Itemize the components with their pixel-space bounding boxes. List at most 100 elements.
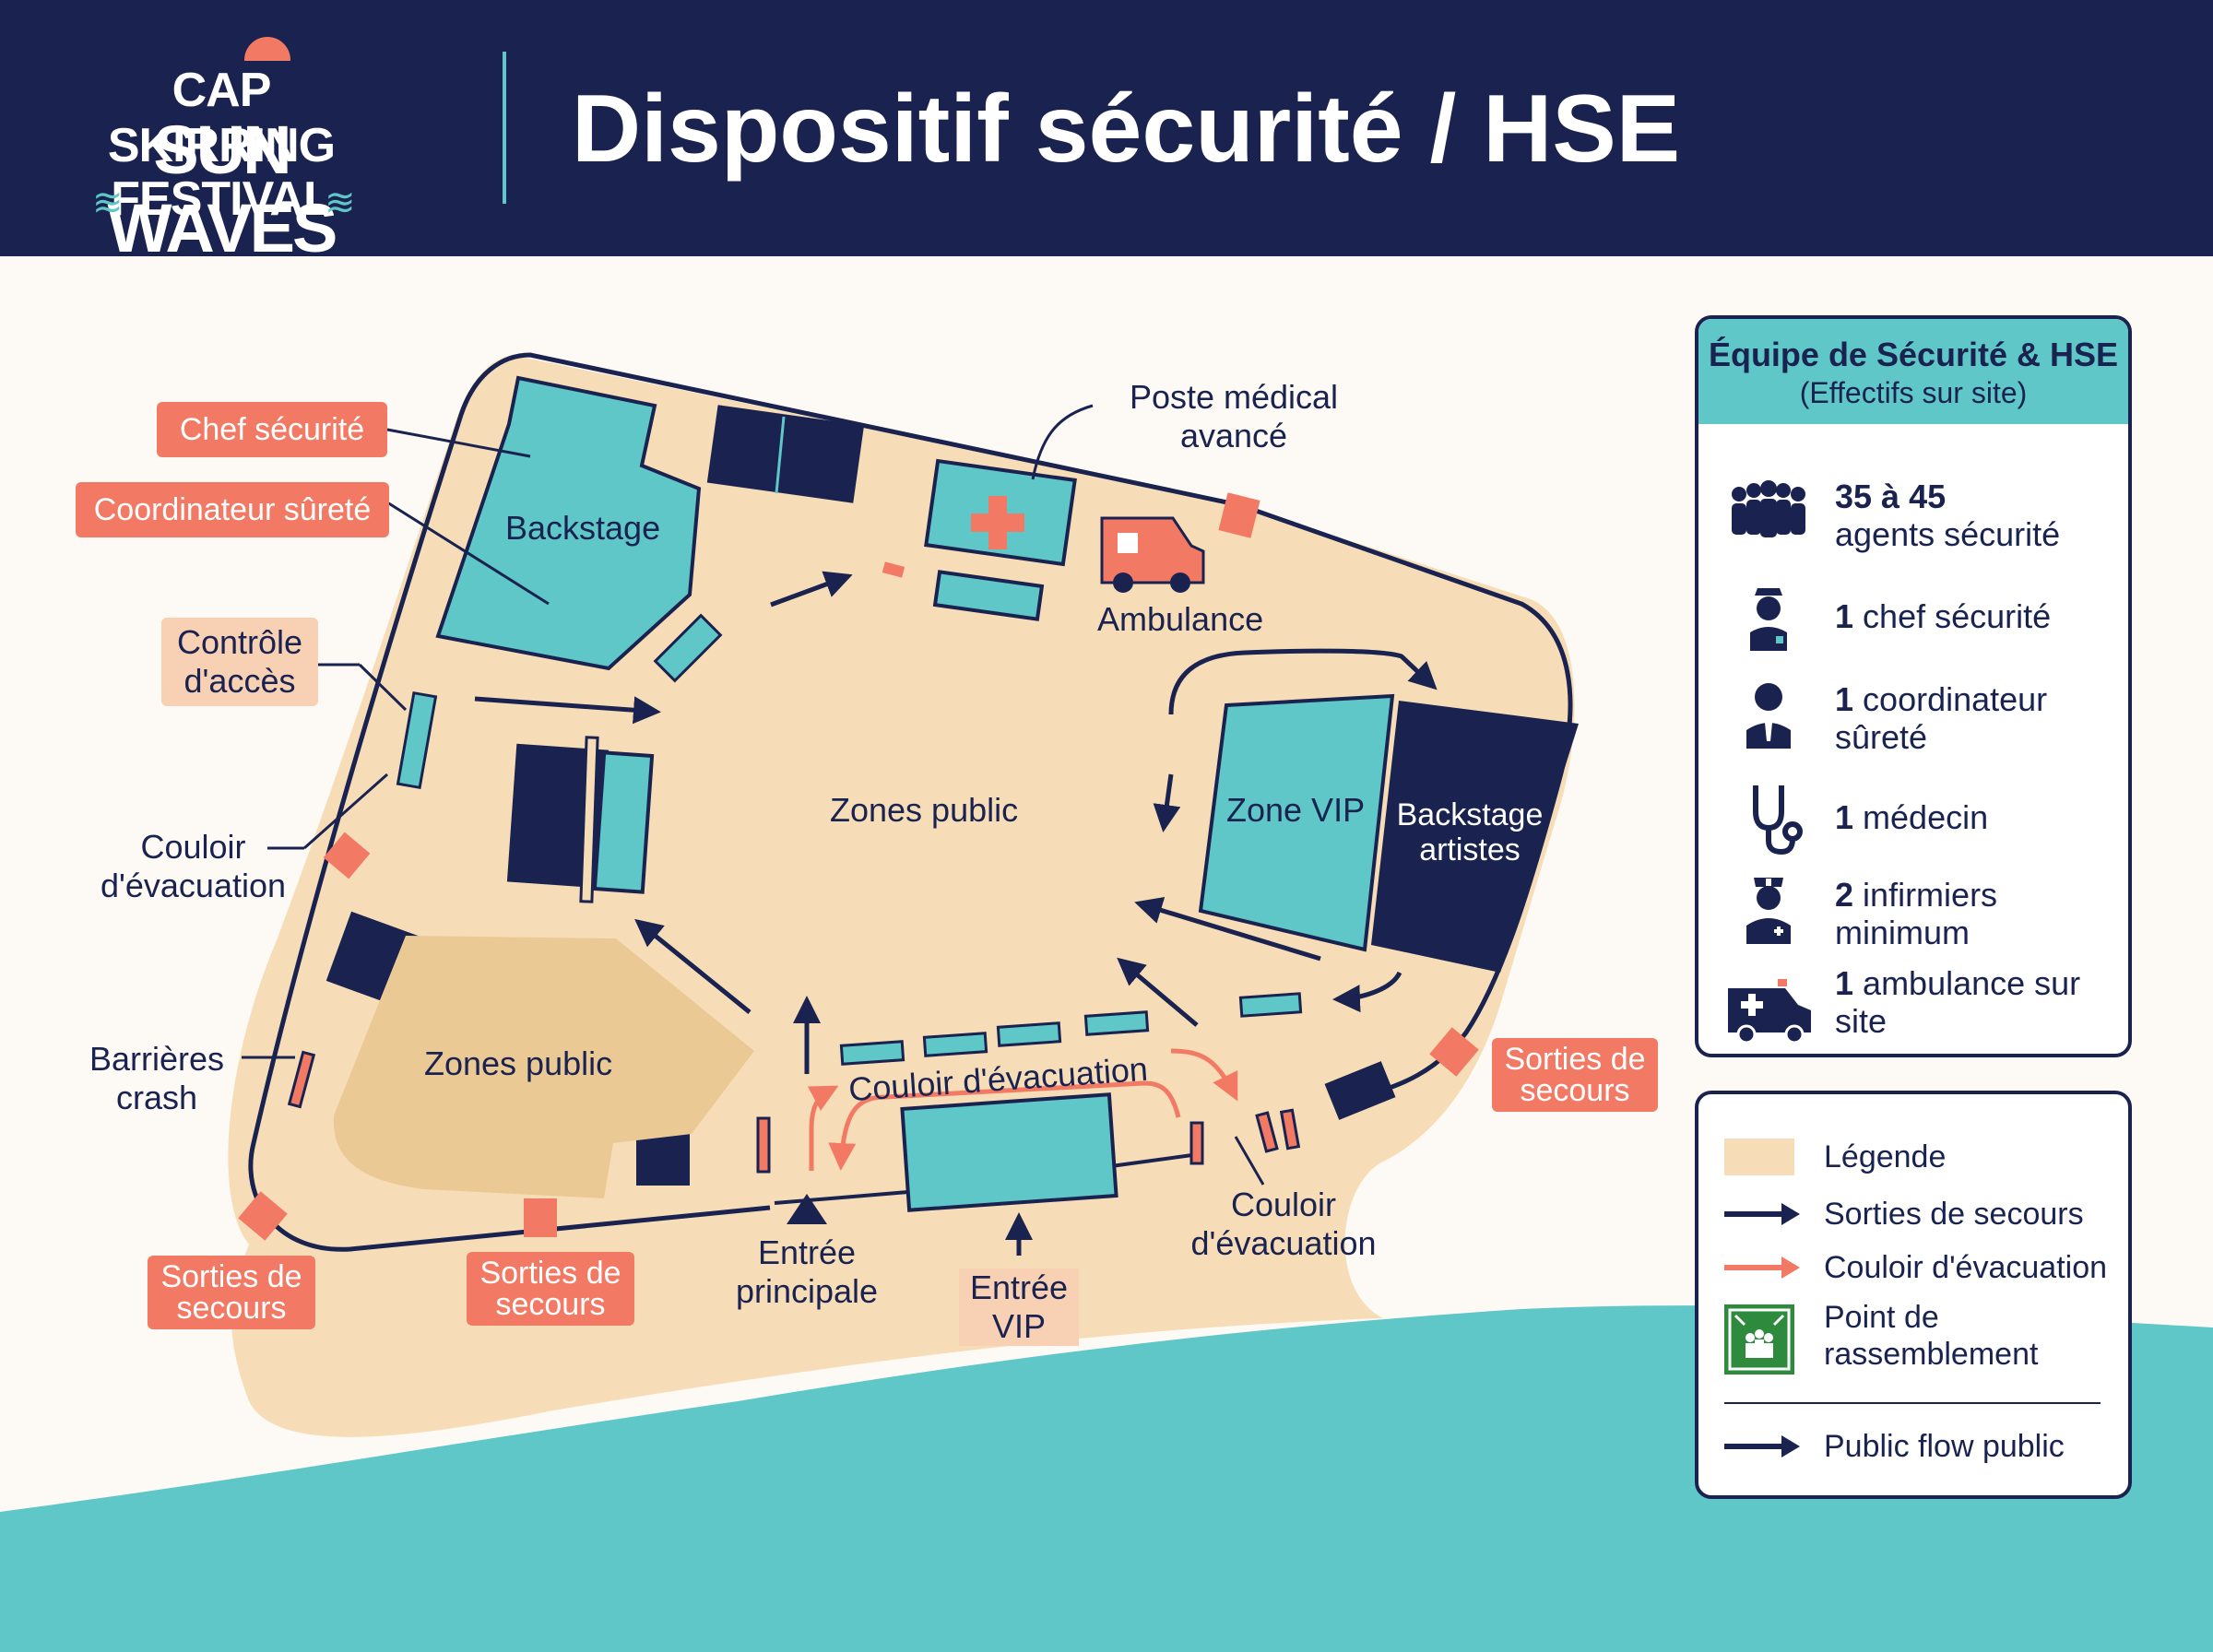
flow-arrow xyxy=(1134,896,1321,962)
vip-zone xyxy=(1198,693,1395,952)
staff-row-coordinator: 1 coordinateur sûreté xyxy=(1698,671,2128,763)
legend-label: Sorties de secours xyxy=(1824,1197,2084,1232)
access-gate xyxy=(396,690,438,790)
navy-arrow-icon xyxy=(1724,1435,1800,1457)
coral-arrow-icon xyxy=(1724,1257,1800,1279)
container xyxy=(706,405,865,503)
page-title: Dispositif sécurité / HSE xyxy=(572,76,1681,183)
festival-logo: CAP SKIRRING SUN WAVES FESTIVAL ≋ ≋ xyxy=(65,37,378,266)
header-divider xyxy=(503,52,506,204)
corridor-barrier xyxy=(922,1032,988,1057)
vip-entrance-label: Entrée VIP xyxy=(959,1268,1079,1346)
legend-label: Couloir d'évacuation xyxy=(1824,1250,2108,1285)
public-zone-south xyxy=(333,936,754,1198)
public-zone-south-label: Zones public xyxy=(424,1044,613,1082)
legend-divider xyxy=(1724,1402,2101,1404)
ambulance-label: Ambulance xyxy=(1097,600,1264,638)
main-entrance-label: Entrée principale xyxy=(735,1233,879,1310)
sand-swatch-icon xyxy=(1724,1139,1794,1175)
public-zone-center-label: Zones public xyxy=(830,791,1019,829)
chef-securite-tag: Chef sécurité xyxy=(157,402,387,457)
corridor-west-label: Couloir d'évacuation xyxy=(100,828,287,904)
flow-arrow xyxy=(474,696,661,725)
container xyxy=(636,1132,690,1186)
stethoscope-icon xyxy=(1753,785,1803,856)
legend-label: Public flow public xyxy=(1824,1429,2065,1464)
legend-row: Sorties de secours xyxy=(1698,1190,2128,1236)
backstage-label: Backstage xyxy=(505,509,661,547)
staff-row-ambulance: 1 ambulance sur site xyxy=(1698,964,2128,1054)
logo-line-2: SUN WAVES xyxy=(107,112,338,266)
staff-text: 2 infirmiers minimum xyxy=(1835,876,1998,951)
flow-arrow xyxy=(634,918,751,1014)
security-agents-icon xyxy=(1732,480,1805,537)
site-perimeter xyxy=(248,352,1573,1252)
staff-row-chief: 1 chef sécurité xyxy=(1698,575,2128,658)
container xyxy=(1324,1061,1396,1120)
coordinator-icon xyxy=(1746,683,1791,749)
corridor-barrier xyxy=(996,1021,1062,1047)
backstage-artists-zone xyxy=(1371,701,1579,973)
flow-arrow xyxy=(1153,773,1181,832)
legend-row: Public flow public xyxy=(1698,1422,2128,1469)
flag-marker xyxy=(882,561,905,578)
medical-post-label: Poste médical avancé xyxy=(1129,378,1339,454)
security-chief-icon xyxy=(1750,588,1787,651)
legend-label: Légende xyxy=(1824,1139,1947,1174)
emergency-exit-marker xyxy=(1218,492,1260,538)
crash-barrier xyxy=(756,1116,771,1174)
flow-arrow xyxy=(770,571,853,608)
flow-arrow xyxy=(1332,971,1402,1013)
evacuation-arrow xyxy=(1170,1048,1238,1102)
nurse-icon xyxy=(1746,878,1791,944)
emergency-exit-marker xyxy=(323,832,371,879)
flow-arrow xyxy=(1117,957,1199,1027)
crash-barrier xyxy=(1189,1121,1204,1165)
evacuation-arrow xyxy=(828,1080,1181,1171)
assembly-point-icon xyxy=(1724,1304,1794,1375)
crash-barrier xyxy=(653,613,723,683)
backstage-artists-label: Backstage artistes xyxy=(1396,797,1544,867)
ambulance-icon xyxy=(1100,516,1205,593)
site-map xyxy=(0,352,2213,1652)
team-panel-header: Équipe de Sécurité & HSE (Effectifs sur … xyxy=(1698,319,2128,424)
main-entrance-icon xyxy=(787,1194,827,1224)
controle-acces-tag: Contrôle d'accès xyxy=(161,618,318,706)
crash-barrier xyxy=(287,1050,316,1109)
staff-text: 1 ambulance sur site xyxy=(1835,964,2081,1040)
wave-icon: ≋ xyxy=(325,183,356,223)
emergency-exit-marker xyxy=(1429,1027,1479,1077)
team-panel: Équipe de Sécurité & HSE (Effectifs sur … xyxy=(1695,315,2132,1057)
legend-row: Légende xyxy=(1698,1133,2128,1179)
staff-text: 1 coordinateur sûreté xyxy=(1835,680,2048,756)
sun-icon xyxy=(244,37,290,61)
navy-arrow-icon xyxy=(1724,1203,1800,1225)
vip-zone-label: Zone VIP xyxy=(1226,791,1366,829)
staff-row-nurses: 2 infirmiers minimum xyxy=(1698,865,2128,957)
ambulance-icon xyxy=(1728,979,1811,1044)
header-bar: CAP SKIRRING SUN WAVES FESTIVAL ≋ ≋ Disp… xyxy=(0,0,2213,266)
crash-barriers-label: Barrières crash xyxy=(89,1040,225,1116)
logo-line-1: CAP SKIRRING xyxy=(107,64,336,172)
legend-row: Point de rassemblement xyxy=(1698,1297,2128,1376)
team-panel-title: Équipe de Sécurité & HSE xyxy=(1708,336,2119,373)
corridor-barrier xyxy=(839,1040,905,1066)
legend-panel: Légende Sorties de secours Couloir d'éva… xyxy=(1695,1091,2132,1499)
corridor-barrier xyxy=(1238,992,1303,1018)
wave-icon: ≋ xyxy=(92,183,124,223)
staff-row-doctor: 1 médecin xyxy=(1698,776,2128,859)
crash-barrier xyxy=(1255,1111,1279,1153)
corridor-barrier xyxy=(1083,1010,1150,1036)
medical-tent xyxy=(932,570,1045,621)
coordinateur-surete-tag: Coordinateur sûreté xyxy=(76,482,389,537)
staff-text: 1 médecin xyxy=(1835,798,1989,836)
stage xyxy=(900,1092,1118,1212)
container-pole xyxy=(579,736,599,903)
evacuation-arrow xyxy=(807,1085,839,1171)
emergency-exit-marker xyxy=(238,1191,288,1241)
emergency-exit-marker xyxy=(524,1198,557,1237)
exit-southwest-tag: Sorties de secours xyxy=(148,1256,315,1329)
flow-arrow xyxy=(1168,648,1438,715)
